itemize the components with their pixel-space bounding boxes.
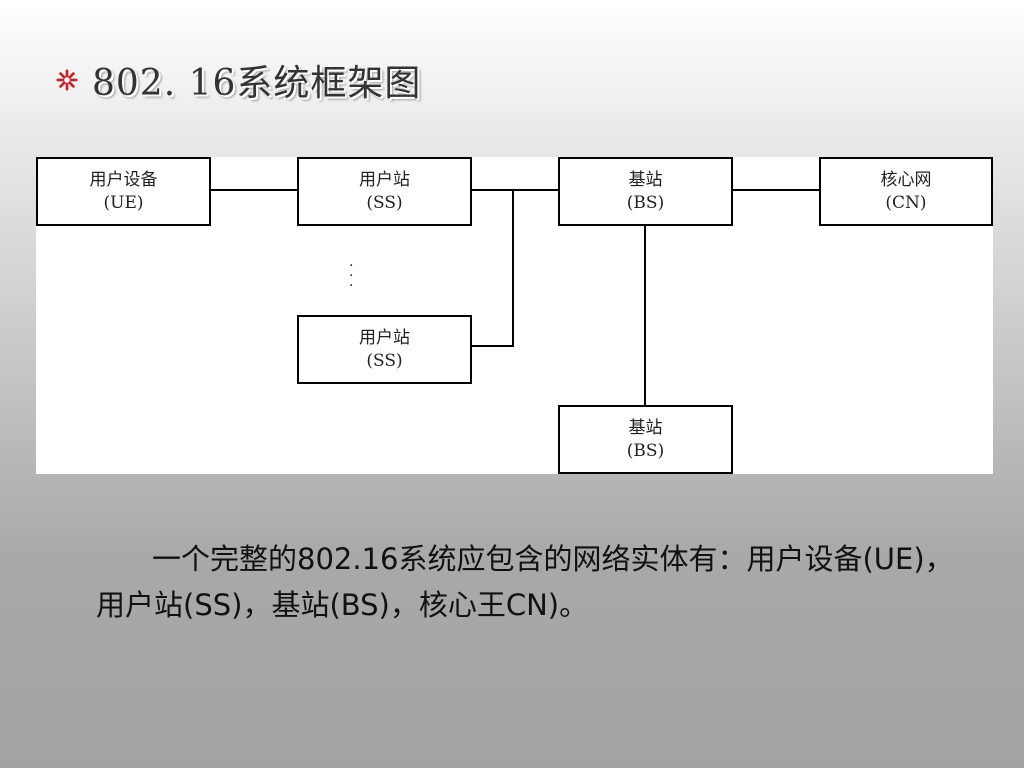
box-cn: 核心网 (CN) [819, 157, 993, 226]
box-ss-bottom: 用户站 (SS) [297, 315, 472, 384]
box-cn-sub: (CN) [885, 192, 927, 213]
connector-ss2-vertical [512, 190, 514, 347]
box-bs-bottom-sub: (BS) [626, 440, 665, 461]
connector-ss-bs [470, 189, 559, 191]
box-cn-label: 核心网 [880, 169, 932, 190]
box-bs-top-label: 基站 [628, 169, 663, 190]
asterisk-flower-icon [56, 69, 78, 91]
box-bs-bottom-label: 基站 [628, 417, 663, 438]
connector-bs-cn [731, 189, 820, 191]
box-ue-sub: (UE) [103, 192, 144, 213]
box-bs-top: 基站 (BS) [558, 157, 733, 226]
box-ss-top: 用户站 (SS) [297, 157, 472, 226]
network-diagram: 用户设备 (UE) 用户站 (SS) 基站 (BS) 核心网 (CN) ··· … [36, 157, 993, 474]
box-ue: 用户设备 (UE) [36, 157, 211, 226]
box-ue-label: 用户设备 [89, 169, 158, 190]
slide-title-row: 802. 16系统框架图 [56, 58, 421, 104]
connector-ss2-horizontal [470, 345, 514, 347]
slide-title: 802. 16系统框架图 [92, 63, 422, 104]
connector-ue-ss [210, 189, 298, 191]
box-bs-bottom: 基站 (BS) [558, 405, 733, 474]
box-bs-top-sub: (BS) [626, 192, 665, 213]
connector-bs-bs [644, 226, 646, 406]
box-ss-bottom-sub: (SS) [366, 350, 403, 371]
box-ss-top-label: 用户站 [359, 169, 410, 190]
caption-text: 一个完整的802.16系统应包含的网络实体有：用户设备(UE)，用户站(SS)，… [96, 542, 954, 622]
ellipsis-dots: ··· [349, 258, 354, 294]
box-ss-bottom-label: 用户站 [359, 327, 410, 348]
box-ss-top-sub: (SS) [366, 192, 403, 213]
